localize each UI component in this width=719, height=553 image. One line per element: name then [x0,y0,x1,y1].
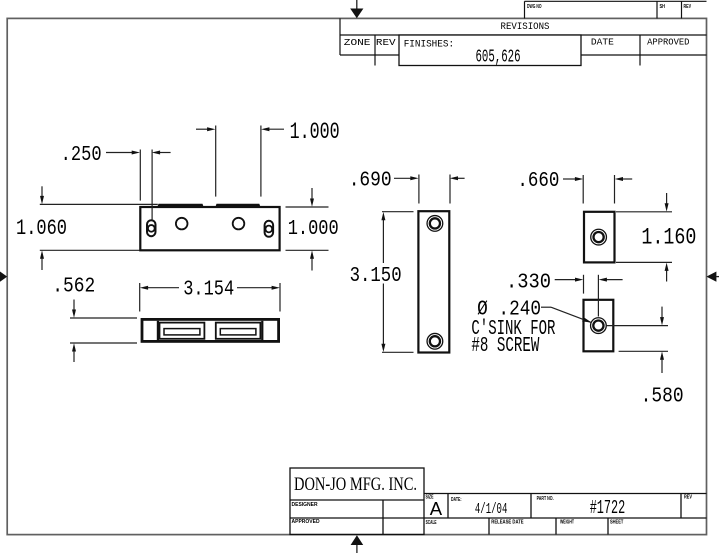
svg-text:DATE: DATE [591,36,614,47]
svg-text:#8 SCREW: #8 SCREW [471,335,539,358]
svg-text:REV: REV [684,495,693,501]
svg-text:REV: REV [376,37,396,48]
svg-text:SHEET: SHEET [610,520,623,526]
svg-text:SCALE: SCALE [426,520,437,526]
svg-text:1.060: 1.060 [16,216,67,241]
svg-text:RELEASE DATE: RELEASE DATE [491,520,524,526]
svg-text:C'SINK FOR: C'SINK FOR [471,318,555,341]
svg-text:REV: REV [684,4,692,10]
svg-text:REVISIONS: REVISIONS [501,22,550,33]
svg-text:4/1/04: 4/1/04 [475,501,508,518]
svg-text:PART NO.: PART NO. [537,496,554,502]
svg-text:DESIGNER: DESIGNER [292,502,319,508]
svg-text:SH: SH [660,4,666,10]
svg-text:ZONE: ZONE [344,37,371,48]
svg-text:Ø .240: Ø .240 [477,298,541,321]
svg-text:A: A [430,498,443,519]
svg-text:605,626: 605,626 [476,47,521,67]
svg-text:FINISHES:: FINISHES: [404,39,454,50]
svg-text:DWG NO: DWG NO [527,4,542,10]
svg-text:WEIGHT: WEIGHT [560,520,574,526]
svg-text:APPROVED: APPROVED [647,36,690,47]
svg-text:DATE:: DATE: [451,497,462,503]
svg-text:.690: .690 [349,170,392,193]
svg-text:1.000: 1.000 [290,119,340,145]
svg-text:APPROVED: APPROVED [292,519,320,525]
svg-text:3.154: 3.154 [183,279,234,302]
svg-text:.250: .250 [61,144,102,167]
svg-text:.660: .660 [517,170,559,193]
svg-text:1.000: 1.000 [288,218,339,241]
svg-text:.330: .330 [506,271,551,294]
svg-text:3.150: 3.150 [350,265,402,288]
svg-text:SIZE: SIZE [426,495,434,501]
svg-text:#1722: #1722 [590,497,626,519]
svg-text:.562: .562 [52,276,95,299]
svg-text:1.160: 1.160 [641,224,696,250]
svg-text:.580: .580 [641,386,684,409]
svg-text:DON-JO MFG. INC.: DON-JO MFG. INC. [294,474,417,495]
